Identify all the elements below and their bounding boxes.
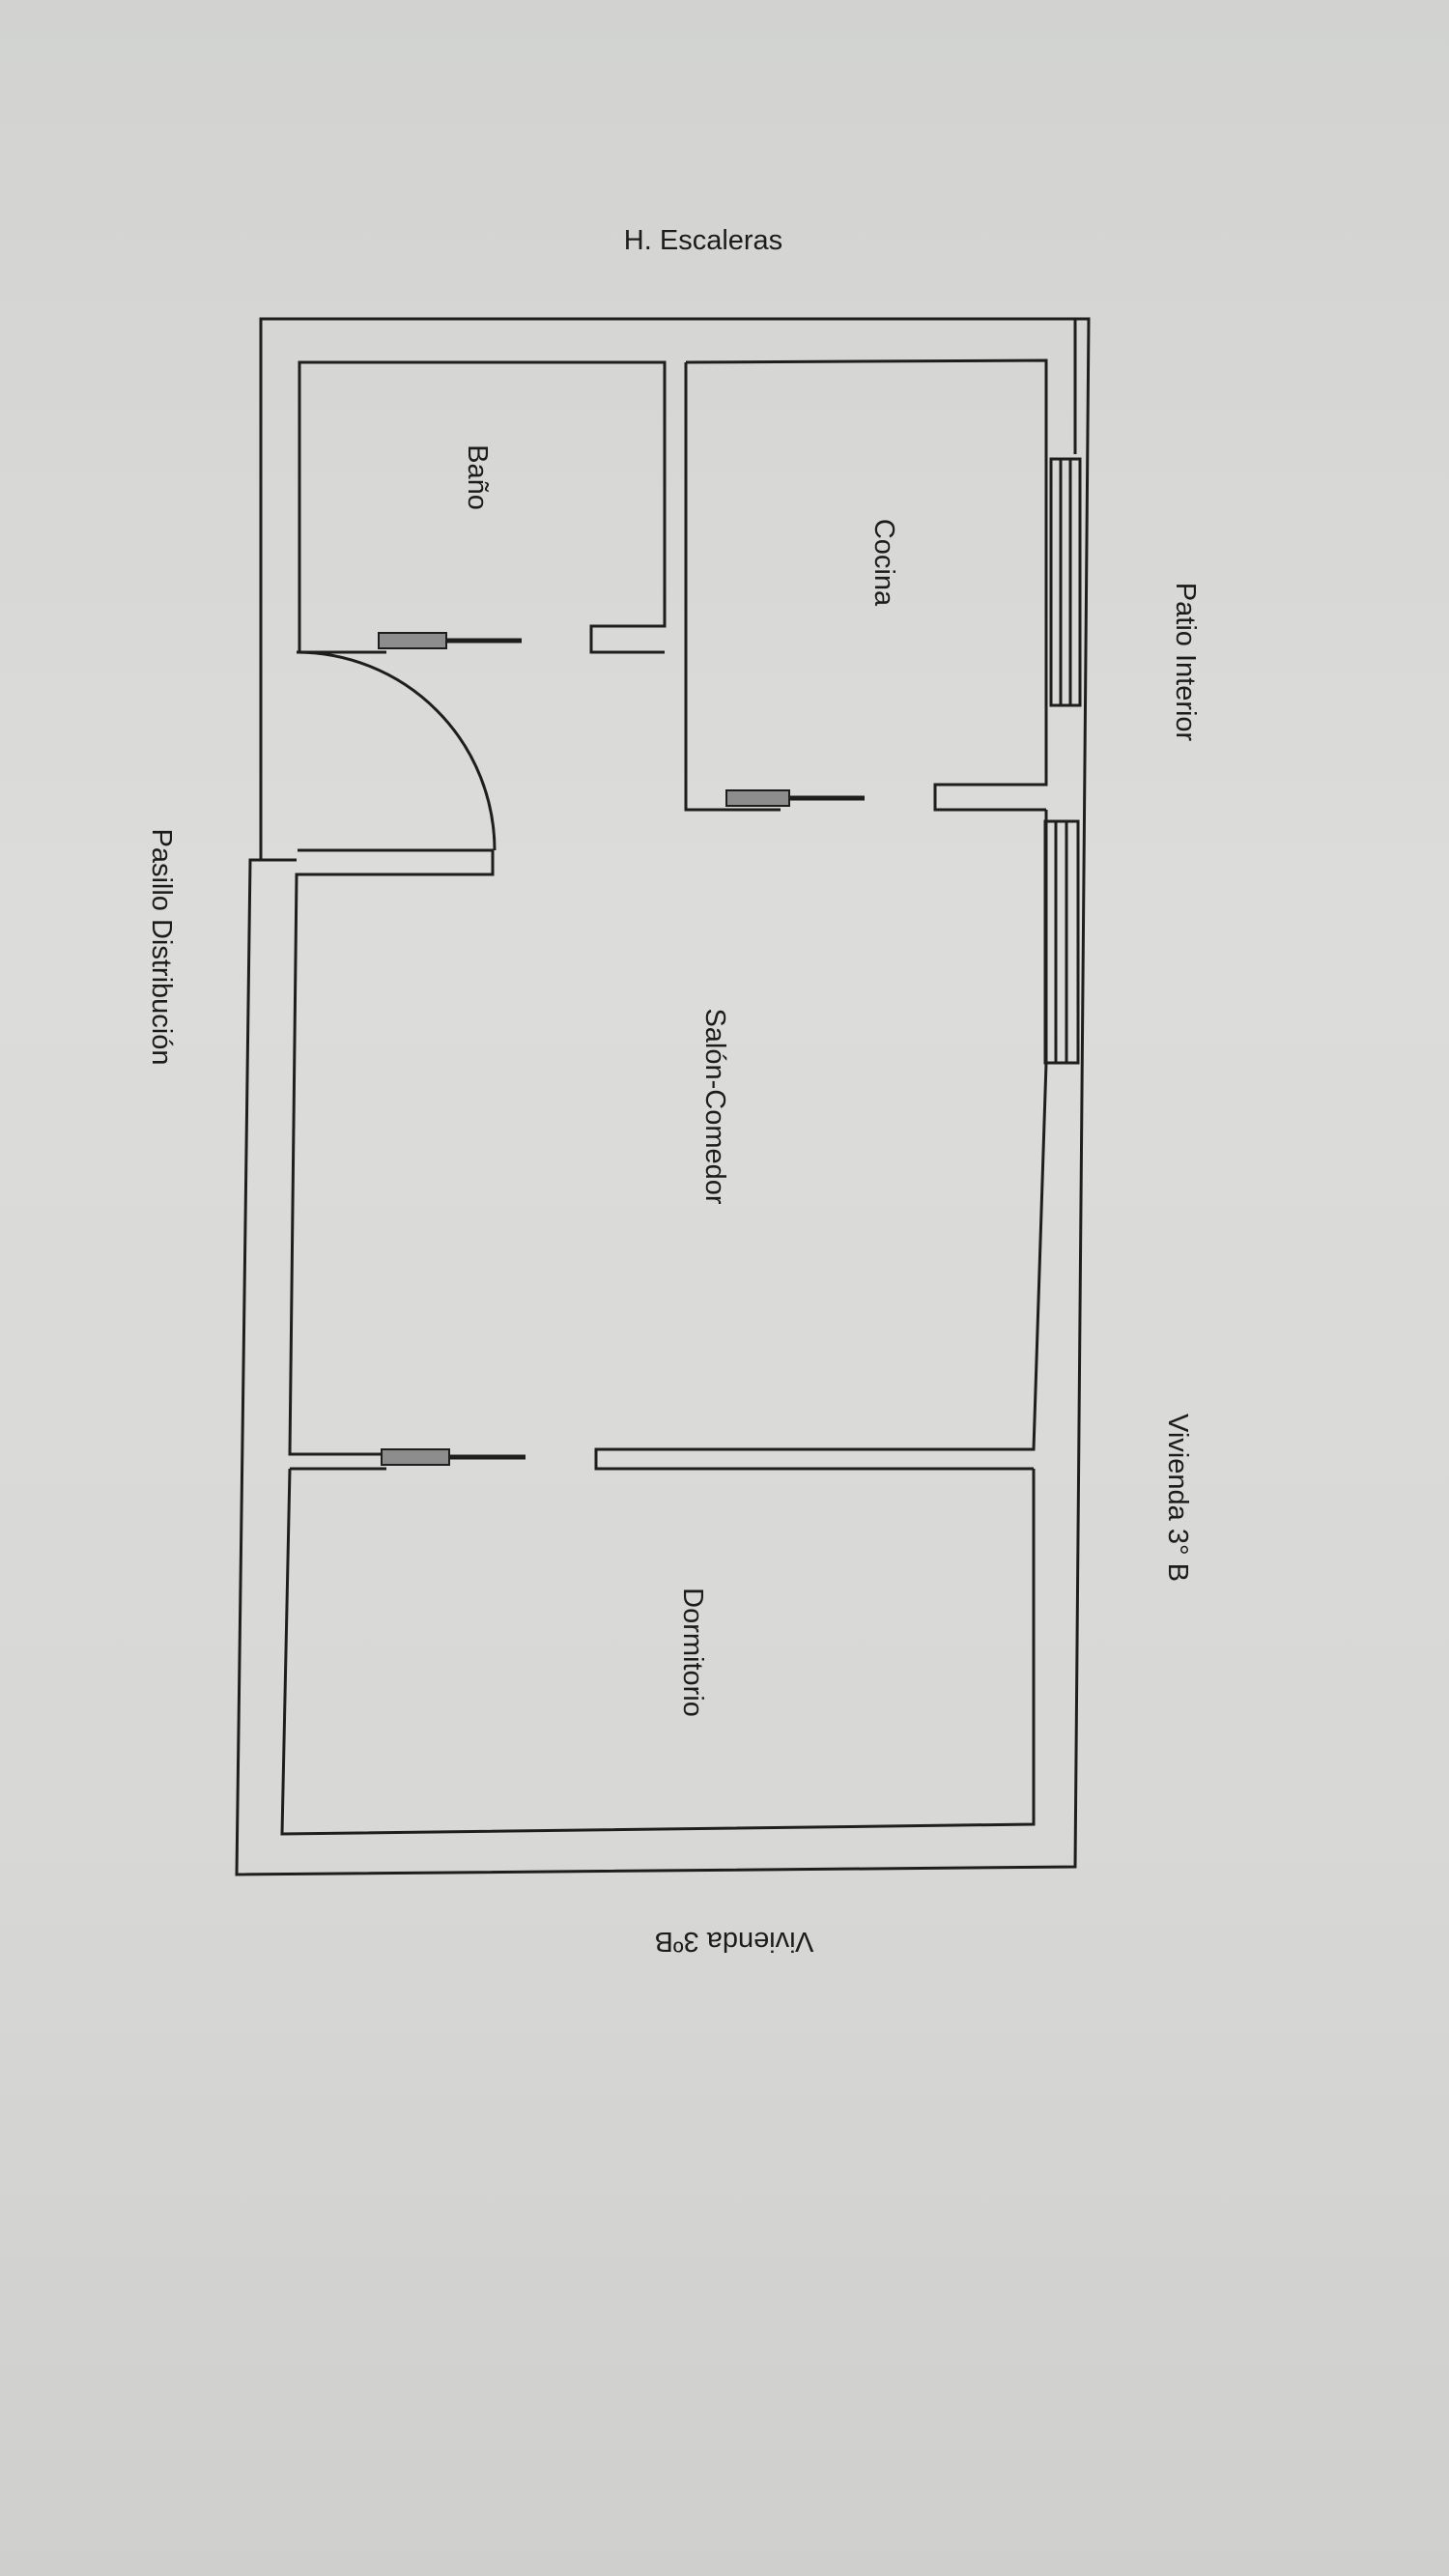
- label-h-escaleras: H. Escaleras: [624, 225, 782, 256]
- bedroom-walls: [280, 1467, 1036, 1836]
- entry-door-arc: [296, 650, 497, 851]
- room-label-kitchen: Cocina: [868, 519, 899, 607]
- kitchen-partition: [684, 362, 781, 812]
- room-label-living: Salón-Comedor: [699, 1008, 730, 1204]
- door-panel-bath: [378, 632, 447, 649]
- door-panel-kitchen: [725, 789, 790, 807]
- kitchen-walls: [685, 358, 1048, 812]
- room-label-bath: Baño: [462, 444, 493, 510]
- room-label-bedroom: Dormitorio: [677, 1588, 708, 1717]
- outer-wall: [235, 317, 1091, 1876]
- door-panel-bedroom: [381, 1448, 450, 1466]
- living-walls: [288, 848, 495, 1456]
- label-pasillo-distribucion: Pasillo Distribución: [146, 829, 177, 1066]
- inner-wall-left: [298, 360, 667, 654]
- label-patio-interior: Patio Interior: [1170, 583, 1201, 742]
- bath-bottom-wall: [298, 628, 386, 654]
- window-kitchen: [1049, 457, 1082, 707]
- label-vivienda-bottom: Vivienda 3ºB: [655, 1926, 814, 1957]
- living-right-wall: [594, 810, 1048, 1471]
- window-living: [1043, 819, 1080, 1065]
- label-vivienda-right: Vivienda 3° B: [1162, 1414, 1193, 1582]
